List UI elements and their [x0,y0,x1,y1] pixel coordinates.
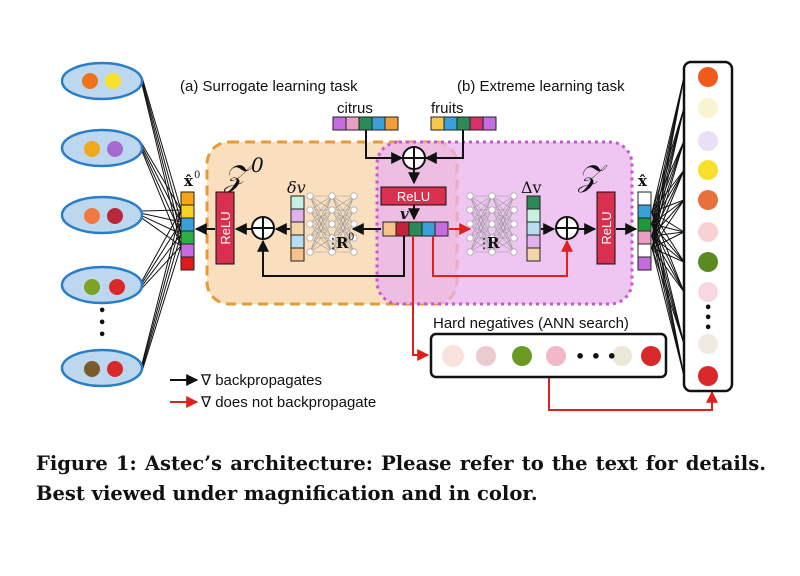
extreme-plus [555,216,579,240]
surrogate-task-title: (a) Surrogate learning task [180,78,358,95]
right-ellipsis-3: • [704,321,712,336]
fruits-label: fruits [431,100,464,117]
right-ellipsis-2: • [704,311,712,326]
v-label: v [400,205,409,223]
xhat-vector [637,191,652,271]
left-ellipsis-3: • [98,328,106,343]
right-ellipsis-1: • [704,301,712,316]
legend-black-text: ∇ backpropagates [200,372,322,389]
left-connections [141,76,182,372]
r-network [466,192,518,256]
citrus-vector [332,116,399,131]
x0hat-sup: 0 [194,170,200,181]
surrogate-plus [251,216,275,240]
relu-surrogate-label: ReLU [218,211,233,244]
left-ellipsis-2: • [98,316,106,331]
xhat-label: x̂ [638,172,648,190]
delta-v-label: Δv [521,178,542,197]
fruits-vector [430,116,497,131]
r0-dots: ⋮ [326,236,340,252]
label-ellipse-2 [60,128,144,168]
extreme-task-title: (b) Extreme learning task [457,78,625,95]
r0-network [306,192,358,256]
x0hat-label: x̂ [184,172,194,190]
r-dots: ⋮ [477,236,491,252]
hard-negative-fruits [442,345,661,367]
delta-v0-label: δv [287,178,306,197]
delta-v-vector [526,195,541,262]
relu-extreme [596,191,616,265]
relu-embedding-label: ReLU [397,189,430,204]
r-label: R [487,234,500,252]
z0-sup: 0 [251,153,264,177]
relu-surrogate [215,191,235,265]
label-ellipse-5 [60,348,144,388]
delta-v0-vector [290,195,305,262]
extreme-panel [375,140,634,306]
r0-label: R [336,234,349,252]
figure-caption: Figure 1: Astec’s architecture: Please r… [36,452,766,505]
label-ellipse-1 [60,61,144,101]
hard-negatives-ellipsis: • • • [575,347,617,366]
combine-plus [402,146,426,170]
citrus-label: citrus [337,100,373,117]
right-connections [651,76,685,377]
output-fruits [698,67,718,386]
v-vector [382,221,449,237]
left-ellipsis-1: • [98,304,106,319]
legend-red-text: ∇ does not backpropagate [200,394,376,411]
x0hat-vector [180,191,195,271]
r0-sup: 0 [348,232,354,243]
label-ellipse-3 [60,195,144,235]
label-ellipse-4 [60,265,144,305]
relu-extreme-label: ReLU [599,211,614,244]
hard-negatives-label: Hard negatives (ANN search) [433,315,629,332]
